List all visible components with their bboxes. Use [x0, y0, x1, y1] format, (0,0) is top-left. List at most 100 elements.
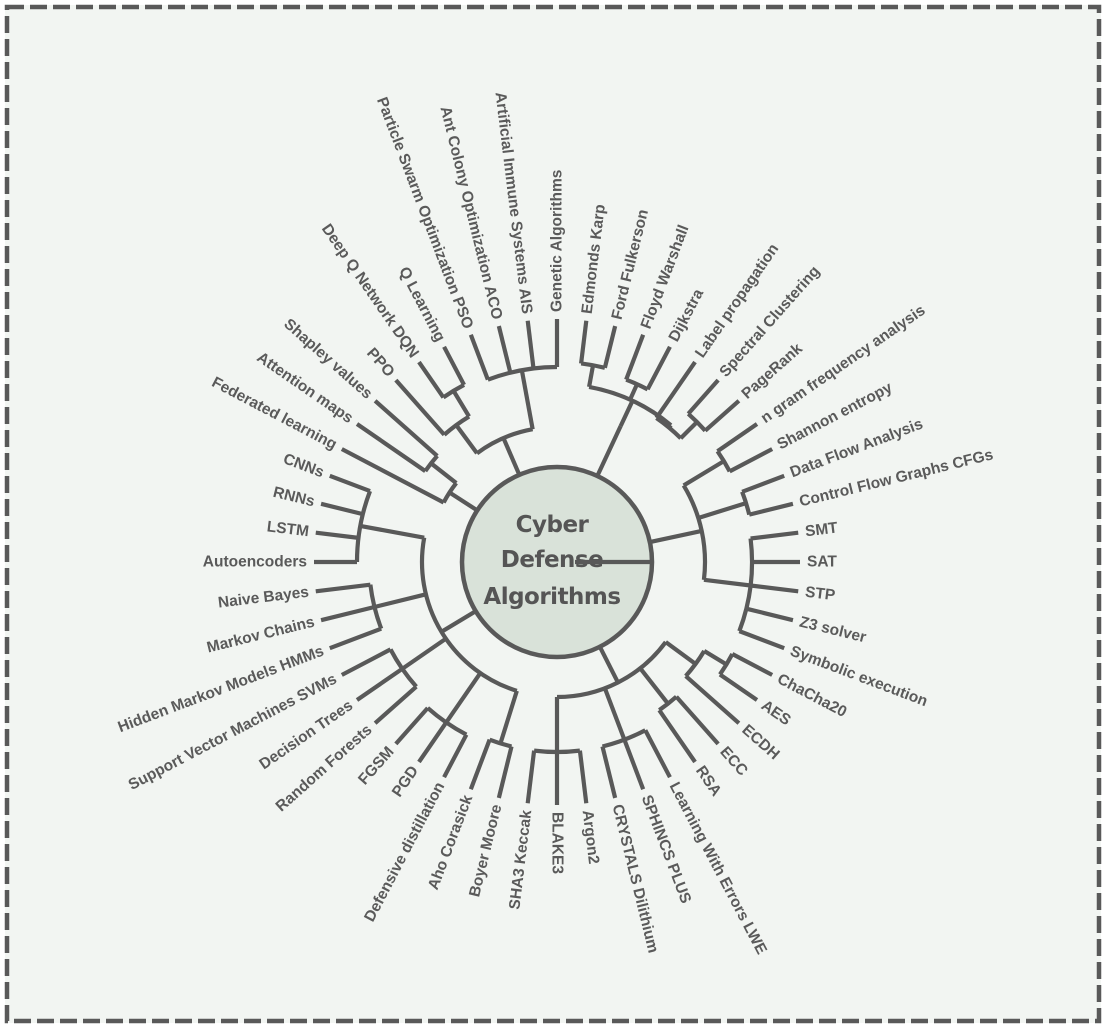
tree-edge: [329, 626, 382, 651]
leaf-label: Genetic Algorithms: [549, 170, 566, 312]
leaf-label: AES: [758, 697, 794, 729]
tree-edge: [441, 481, 458, 504]
tree-edge: [451, 389, 471, 418]
tree-edge: [373, 685, 418, 725]
tree-edge: [703, 649, 728, 667]
tree-edge: [748, 501, 794, 517]
tree-edge: [440, 609, 477, 634]
tree-edge: [715, 450, 732, 473]
leaf-label: CNNs: [281, 450, 326, 481]
tree-edge: [745, 606, 794, 623]
leaf-label: SHA3 Keccak: [506, 809, 535, 911]
tree-edge: [624, 334, 646, 381]
tree-edge: [454, 423, 479, 455]
tree-edge: [394, 706, 430, 746]
tree-edge: [373, 592, 427, 610]
tree-edge: [741, 473, 785, 494]
center-node: Cyber Defense Algorithms: [459, 464, 655, 660]
tree-edge: [419, 537, 518, 693]
tree-edge: [388, 648, 418, 689]
tree-edge: [679, 420, 699, 440]
tree-edge: [587, 364, 596, 388]
leaf-label: Random Forests: [273, 721, 376, 815]
tree-edge: [501, 437, 522, 476]
tree-edge: [315, 582, 371, 594]
tree-edge: [442, 733, 469, 779]
tree-edge: [654, 360, 697, 420]
tree-edge: [601, 728, 647, 749]
tree-edge: [556, 640, 668, 700]
tree-edge: [674, 695, 720, 746]
leaf-label: ECDH: [738, 721, 782, 763]
tree-edge: [340, 647, 392, 677]
tree-edge: [468, 738, 492, 790]
leaf-label: PGD: [389, 763, 422, 800]
tree-edge: [655, 416, 683, 440]
leaf-label: Artificial Immune Systems AIS: [492, 91, 536, 315]
tree-edge: [329, 473, 371, 494]
tree-edge: [488, 737, 513, 749]
tree-edge: [426, 706, 468, 737]
tree-edge: [444, 671, 483, 724]
dashed-border: [4, 4, 1102, 1024]
leaf-label: Autoencoders: [203, 554, 307, 571]
center-title-line-1: Cyber: [516, 512, 590, 538]
tree-edge: [682, 459, 725, 488]
leaf-label: SMT: [804, 519, 839, 540]
tree-edge: [618, 399, 635, 428]
tree-edge: [340, 447, 445, 505]
tree-edge: [600, 745, 618, 799]
leaf-label: Label propagation: [692, 241, 782, 361]
tree-edge: [429, 461, 458, 485]
tree-edge: [468, 334, 490, 381]
tree-edge: [580, 361, 606, 370]
tree-edge: [645, 345, 672, 391]
tree-edges: [314, 319, 800, 805]
tree-edge: [643, 729, 672, 779]
leaf-label: Dijkstra: [666, 286, 708, 345]
tree-edge: [703, 577, 751, 588]
tree-edge: [588, 384, 673, 427]
tree-edge: [577, 750, 589, 804]
tree-edge: [716, 422, 759, 453]
leaf-label: FGSM: [355, 743, 397, 788]
tree-edge: [423, 454, 439, 473]
tree-edge: [649, 528, 703, 545]
tree-edge: [681, 484, 708, 581]
tree-edge: [579, 320, 589, 364]
tree-edge: [496, 745, 514, 799]
tree-edge: [622, 738, 646, 790]
tree-edge: [703, 399, 741, 433]
tree-edge: [718, 653, 735, 676]
leaf-label: Defensive distillation: [361, 779, 448, 924]
leaf-label: Naive Bayes: [217, 584, 310, 612]
tree-edge: [737, 538, 755, 632]
tree-edge: [320, 501, 364, 517]
tree-edge: [320, 604, 375, 623]
tree-edge: [686, 378, 720, 416]
tree-edge: [750, 583, 799, 594]
tree-edge: [417, 360, 446, 399]
center-title-line-3: Algorithms: [483, 584, 620, 610]
tree-edge: [697, 501, 747, 520]
tree-edge: [355, 422, 427, 473]
tree-edge: [657, 708, 697, 764]
tree-edge: [401, 636, 448, 671]
tree-edge: [525, 320, 536, 369]
leaf-label: Federated learning: [209, 374, 340, 454]
tree-edge: [448, 490, 479, 513]
leaf-label: RSA: [692, 763, 725, 800]
leaf-label: Argon2: [579, 809, 602, 865]
tree-edge: [373, 399, 439, 458]
tree-edge: [664, 640, 697, 666]
tree-edge: [628, 383, 639, 401]
tree-edge: [718, 672, 759, 702]
leaf-label: Edmonds Karp: [579, 203, 609, 314]
tree-edge: [684, 649, 706, 678]
tree-edge: [602, 687, 627, 741]
leaf-label: ECC: [716, 743, 750, 779]
tree-edge: [475, 427, 534, 455]
leaf-label: Z3 solver: [798, 614, 868, 647]
tree-edge: [496, 325, 513, 374]
